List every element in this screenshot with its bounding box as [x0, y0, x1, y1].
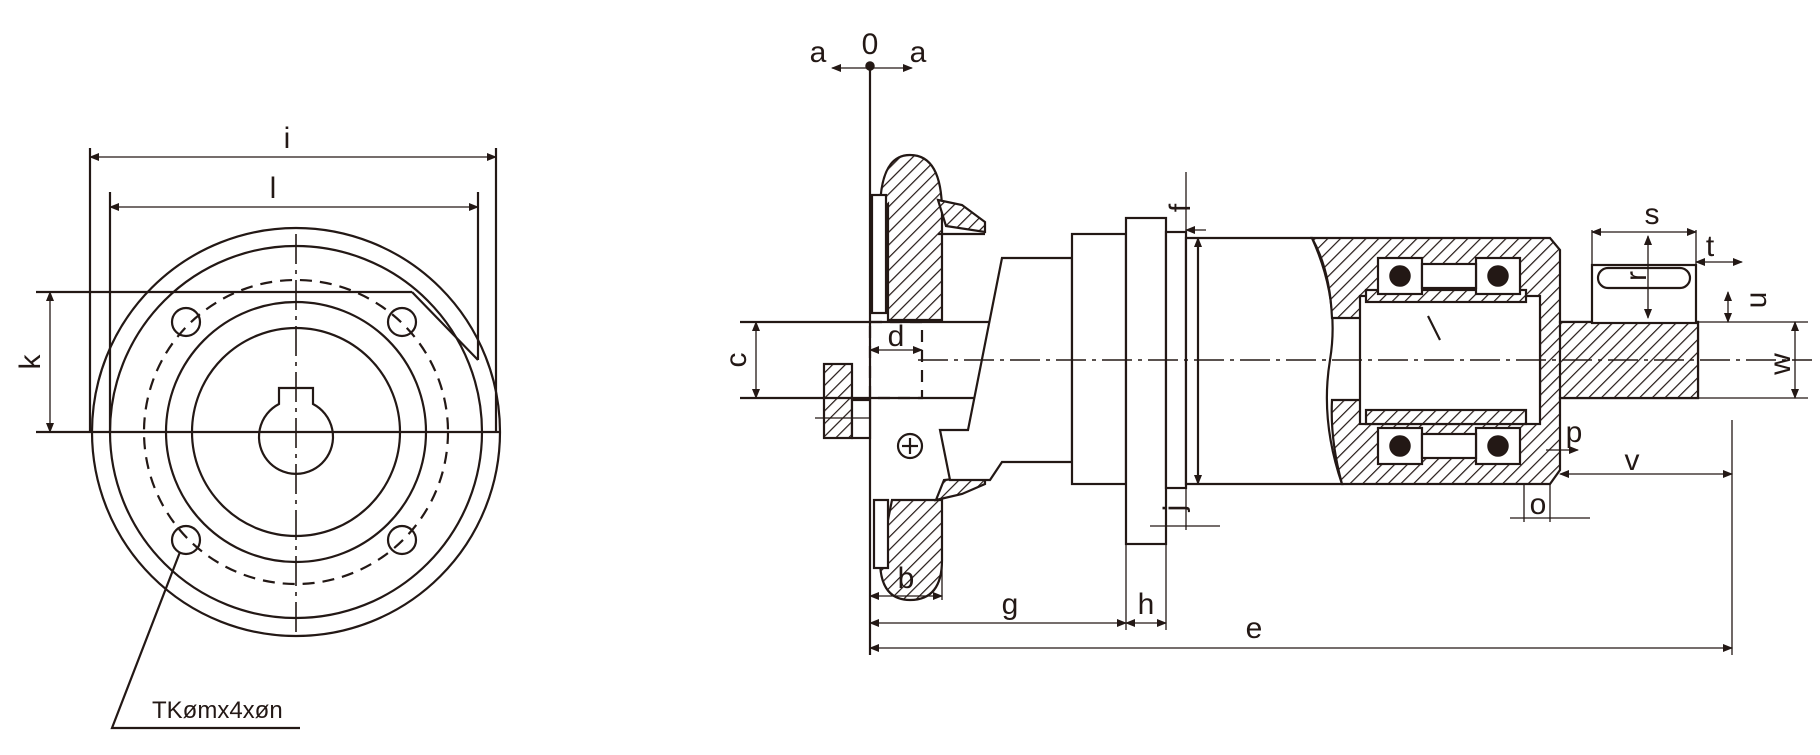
label-c: c — [720, 353, 753, 368]
handwheel-lower-face — [872, 498, 890, 570]
flat-chamfer — [411, 291, 479, 361]
label-u: u — [1740, 292, 1773, 309]
spacer-upper — [1420, 262, 1478, 290]
label-h: h — [1138, 588, 1155, 621]
label-r: r — [1620, 271, 1653, 281]
label-s: s — [1645, 198, 1660, 231]
front-view — [36, 148, 502, 730]
label-v: v — [1625, 444, 1640, 477]
handwheel-upper-face — [870, 193, 888, 315]
label-j: j — [1158, 505, 1191, 513]
handle-stem — [850, 398, 872, 440]
label-d: d — [888, 320, 905, 353]
pcd-leader-line — [110, 551, 300, 730]
label-zero: 0 — [862, 28, 879, 61]
label-pcd-note: TKømx4xøn — [152, 697, 283, 724]
label-b: b — [898, 562, 915, 595]
section-view — [740, 61, 1812, 655]
label-o: o — [1530, 488, 1547, 521]
label-p: p — [1566, 416, 1583, 449]
label-t: t — [1706, 230, 1715, 263]
housing-tube — [1184, 236, 1344, 486]
label-f: f — [1164, 203, 1197, 212]
label-g: g — [1002, 588, 1019, 621]
label-a-right: a — [910, 36, 927, 69]
handwheel-upper-spoke — [936, 198, 987, 234]
bolt-hole-br — [386, 524, 418, 556]
label-k: k — [14, 354, 47, 370]
label-i: i — [284, 122, 291, 155]
keyway-shaft — [257, 386, 335, 475]
handle-knob — [822, 362, 854, 440]
bearing-ball-ur — [1487, 265, 1509, 287]
datum-point — [865, 61, 875, 71]
label-w: w — [1764, 353, 1797, 376]
mounting-flange — [1124, 216, 1168, 546]
bearing-ball-lr — [1487, 435, 1509, 457]
bearing-ball-ll — [1389, 435, 1411, 457]
set-screw — [1427, 315, 1441, 341]
label-a-left: a — [810, 36, 827, 69]
spacer-lower — [1420, 432, 1478, 460]
bolt-hole-tr — [386, 306, 418, 338]
clamp-body — [938, 256, 1074, 482]
sleeve-lower-wall — [1364, 408, 1528, 426]
bolt-hole-tl — [170, 306, 202, 338]
label-e: e — [1246, 612, 1263, 645]
bolt-hole-bl — [170, 524, 202, 556]
handwheel-upper-rim — [878, 153, 944, 322]
bearing-ball-ul — [1389, 265, 1411, 287]
label-l: l — [270, 172, 277, 205]
adapter-block — [1070, 232, 1128, 486]
